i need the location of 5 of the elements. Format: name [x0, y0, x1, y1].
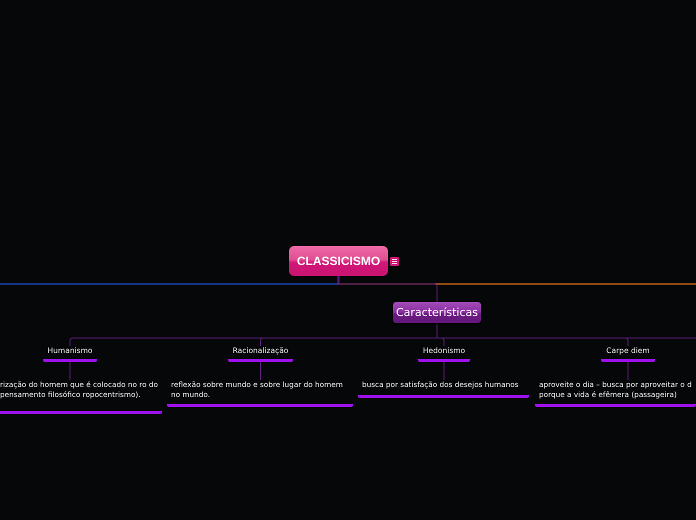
central-topic-box: CLASSICISMO [289, 246, 388, 276]
main-topic-box: Características [393, 302, 481, 323]
connector-line [338, 276, 438, 302]
connector-line [260, 362, 261, 380]
connector-line [436, 322, 696, 338]
